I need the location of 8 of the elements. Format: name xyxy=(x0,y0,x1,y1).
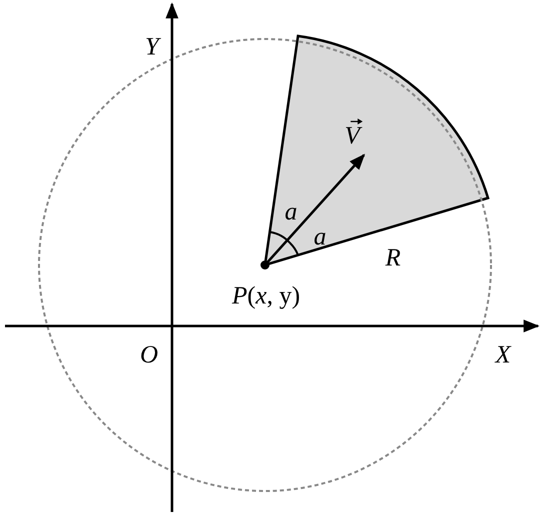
angle-label: a xyxy=(314,224,326,250)
vector-label: V⃗ xyxy=(344,118,380,148)
axis-label: X xyxy=(495,342,511,368)
axis-label: Y xyxy=(145,34,159,60)
angle-label: a xyxy=(284,200,298,224)
point-label: P(x, y) xyxy=(232,284,300,308)
radius-label: R xyxy=(385,246,401,270)
origin-label: O xyxy=(140,342,158,368)
